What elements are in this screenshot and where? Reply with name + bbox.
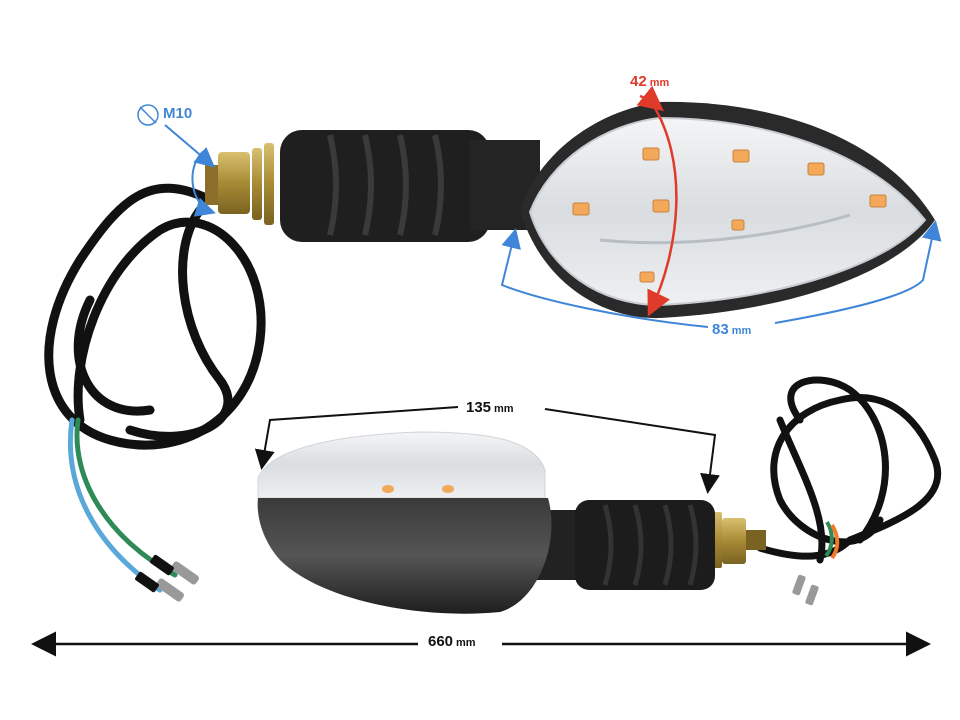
mounting-nut-top: [205, 143, 274, 225]
total-length-unit: mm: [456, 637, 476, 649]
annotation-body-length: [254, 406, 720, 494]
lamp-housing-bottom: [257, 498, 552, 614]
thread-size-label: M10: [163, 106, 192, 121]
indicator-top: [44, 101, 935, 602]
led-side: [382, 485, 454, 493]
rubber-stem-bottom: [530, 500, 715, 590]
led-array: [572, 147, 887, 283]
lens-bottom: [257, 431, 546, 499]
lens-length-unit: mm: [731, 325, 752, 337]
lens-height-value: 42: [630, 73, 647, 90]
indicator-bottom: [257, 376, 942, 614]
connector-pins-left: [135, 554, 199, 602]
total-length-value: 660: [428, 633, 454, 650]
thread-size-value: M10: [163, 105, 193, 122]
body-length-unit: mm: [494, 403, 514, 415]
connector-pins-right: [792, 574, 819, 606]
mounting-nut-bottom: [712, 512, 766, 568]
lens-top: [528, 116, 927, 307]
rubber-stem-top: [280, 130, 540, 242]
body-length-value: 135: [466, 399, 492, 416]
wire-leads-right: [824, 520, 840, 560]
lens-height-unit: mm: [649, 77, 670, 89]
annotation-lens-length: [500, 220, 942, 328]
lens-length-value: 83: [712, 321, 729, 338]
wire-coil-left: [44, 183, 266, 450]
wire-coil-right: [756, 376, 942, 564]
annotation-lens-height: [636, 85, 678, 317]
annotation-thread: [137, 104, 216, 217]
